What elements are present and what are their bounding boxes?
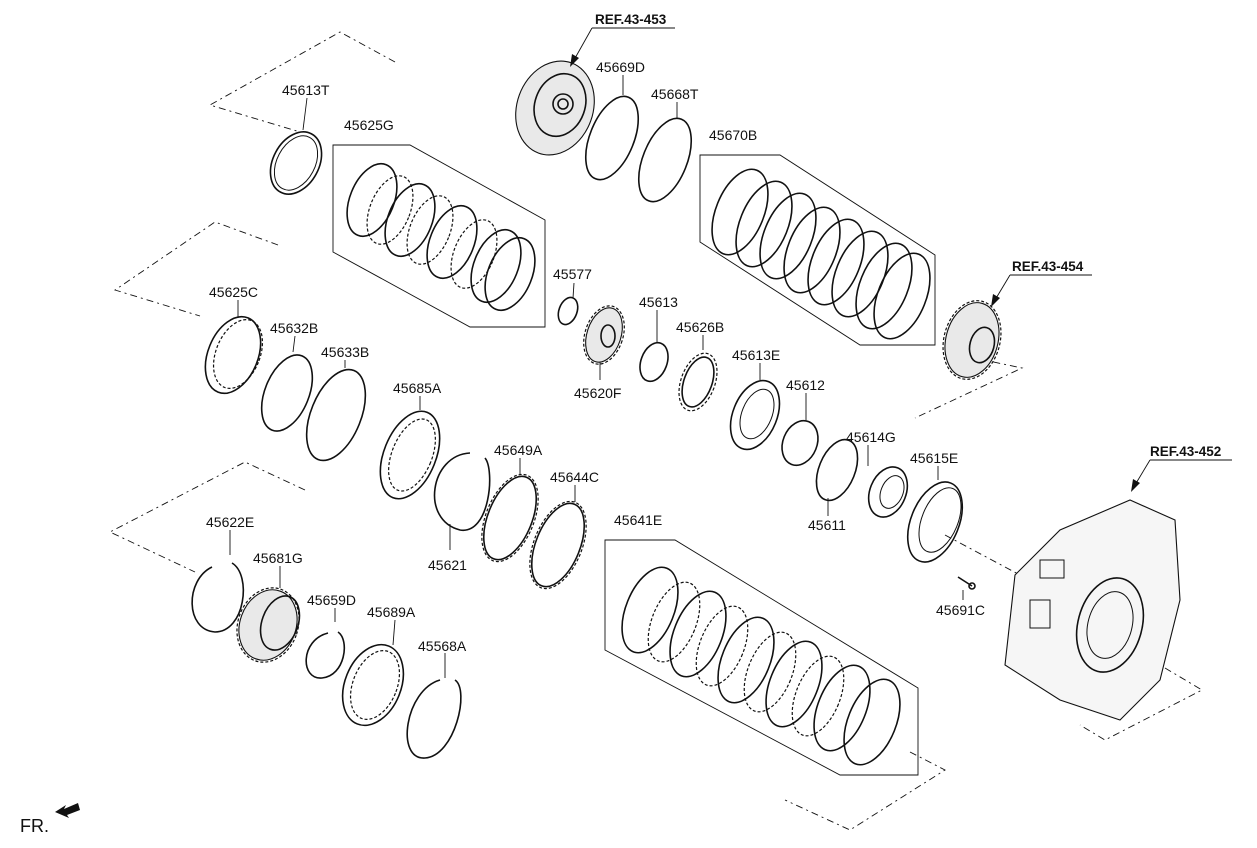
hub-45681g[interactable] — [227, 579, 309, 671]
ring-45633b[interactable] — [295, 361, 377, 469]
drum-45625c[interactable] — [195, 309, 272, 402]
bolt-45691c[interactable] — [957, 576, 976, 590]
label-45620f: 45620F — [574, 385, 621, 401]
plate-45649a[interactable] — [471, 466, 550, 569]
label-45670b: 45670B — [709, 127, 757, 143]
hub-45620f[interactable] — [577, 301, 632, 370]
label-45659d: 45659D — [307, 592, 356, 608]
front-arrow-icon — [55, 803, 80, 818]
label-45625g: 45625G — [344, 117, 394, 133]
label-45641e: 45641E — [614, 512, 662, 528]
label-45691c: 45691C — [936, 602, 985, 618]
ring-45612[interactable] — [776, 415, 825, 470]
snap-ring-45568a[interactable] — [406, 679, 462, 759]
drum-45689a[interactable] — [331, 636, 414, 735]
snap-ring-45613t[interactable] — [260, 123, 332, 203]
label-45621: 45621 — [428, 557, 467, 573]
retainer-45614g[interactable] — [862, 461, 915, 523]
ref-label-43-453[interactable]: REF.43-453 — [595, 12, 667, 27]
ring-45626b[interactable] — [672, 348, 724, 416]
ring-45577[interactable] — [555, 295, 581, 327]
clutch-pack-45641e[interactable] — [611, 559, 911, 772]
label-45669d: 45669D — [596, 59, 645, 75]
piston-45685a[interactable] — [369, 403, 452, 508]
label-45681g: 45681G — [253, 550, 303, 566]
ring-45632b[interactable] — [252, 348, 323, 439]
snap-ring-45622e[interactable] — [191, 562, 245, 633]
assembly-boundaries — [108, 31, 1203, 831]
label-45613: 45613 — [639, 294, 678, 310]
label-45612: 45612 — [786, 377, 825, 393]
oil-pump-assembly[interactable] — [503, 50, 607, 166]
label-45632b: 45632B — [270, 320, 318, 336]
label-45577: 45577 — [553, 266, 592, 282]
reference-labels: REF.43-453 REF.43-454 REF.43-452 — [595, 12, 1221, 459]
label-45611: 45611 — [808, 517, 846, 533]
clutch-pack-45670b[interactable] — [701, 161, 941, 346]
label-45614g: 45614G — [846, 429, 896, 445]
drum-45615e[interactable] — [897, 474, 973, 570]
label-45568a: 45568A — [418, 638, 467, 654]
label-45615e: 45615E — [910, 450, 958, 466]
pack-outlines — [332, 144, 936, 776]
label-45689a: 45689A — [367, 604, 416, 620]
label-45626b: 45626B — [676, 319, 724, 335]
label-45622e: 45622E — [206, 514, 254, 530]
label-45625c: 45625C — [209, 284, 258, 300]
clutch-pack-45625g[interactable] — [337, 157, 544, 318]
plate-45613e[interactable] — [721, 373, 789, 456]
front-label: FR. — [20, 816, 49, 836]
label-45633b: 45633B — [321, 344, 369, 360]
leader-lines — [229, 27, 1232, 678]
label-45685a: 45685A — [393, 380, 442, 396]
snap-ring-45659d[interactable] — [305, 631, 346, 679]
label-45613e: 45613E — [732, 347, 780, 363]
front-direction-marker: FR. — [20, 803, 80, 836]
plate-45644c[interactable] — [519, 493, 598, 596]
gear-ref-43-454[interactable] — [935, 294, 1010, 386]
snap-ring-45613[interactable] — [635, 339, 673, 385]
transmission-case[interactable] — [1004, 499, 1181, 721]
ref-label-43-454[interactable]: REF.43-454 — [1012, 259, 1084, 274]
label-45613t: 45613T — [282, 82, 330, 98]
snap-ring-45621[interactable] — [433, 452, 491, 531]
label-45668t: 45668T — [651, 86, 699, 102]
label-45644c: 45644C — [550, 469, 599, 485]
ring-45669d[interactable] — [575, 89, 649, 187]
ring-45668t[interactable] — [628, 111, 702, 209]
ring-45611[interactable] — [808, 434, 865, 507]
ref-label-43-452[interactable]: REF.43-452 — [1150, 444, 1221, 459]
label-45649a: 45649A — [494, 442, 543, 458]
part-labels: 45613T 45625G 45669D 45668T 45670B 45577… — [206, 59, 985, 654]
